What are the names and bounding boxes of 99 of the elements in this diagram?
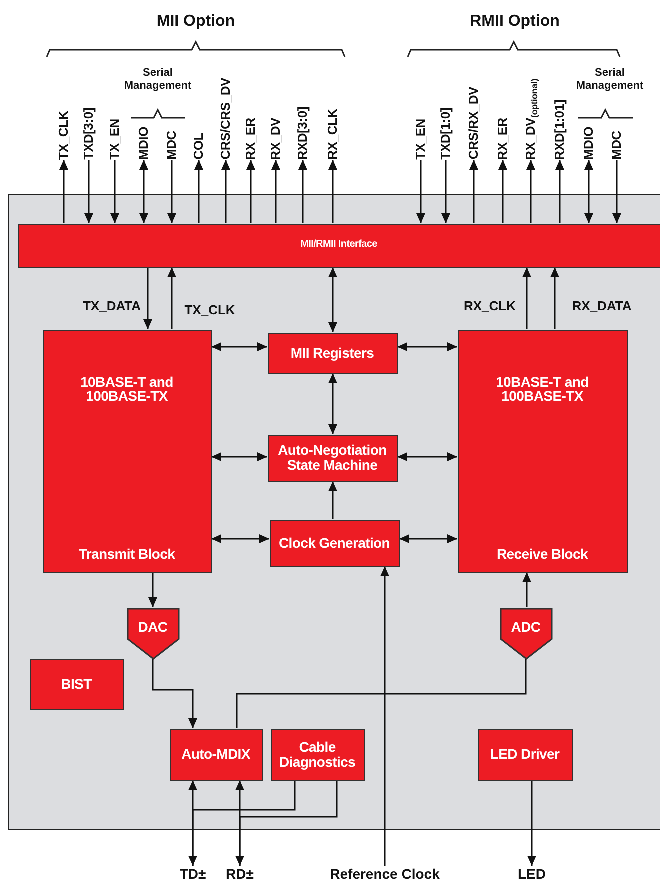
signal-label: MDC (164, 130, 180, 160)
signal-label: RX_ER (495, 118, 511, 160)
block-label: MII/RMII Interface (300, 240, 378, 251)
arrow (398, 452, 458, 462)
arrow (556, 160, 564, 224)
arrow (526, 160, 536, 224)
group-label: RMII Option (469, 12, 561, 32)
arrow (148, 572, 158, 608)
edge-label: RX_CLK (463, 298, 517, 314)
arrow (528, 780, 536, 866)
block-label: Receive Block (496, 546, 588, 562)
edge-label: TX_CLK (184, 302, 236, 318)
arrow (522, 572, 532, 608)
function-block (30, 658, 124, 710)
sub-group-label: Serial Management (575, 67, 645, 94)
signal-label: RXD[3:0] (295, 106, 311, 160)
function-block (268, 332, 398, 374)
signal-label: RX_DV (268, 118, 284, 160)
arrow (470, 160, 478, 224)
arrow (246, 160, 256, 224)
converter-block (500, 608, 552, 660)
arrow (222, 160, 230, 224)
edge-label: TX_DATA (82, 298, 142, 314)
signal-label: RX_CLK (325, 109, 341, 160)
arrow (110, 160, 120, 224)
block-label: Transmit Block (78, 546, 176, 562)
block-label: Auto-Negotiation State Machine (277, 443, 388, 473)
arrow (60, 160, 68, 224)
signal-label: TX_EN (413, 119, 429, 160)
arrow (584, 160, 594, 224)
function-block (18, 224, 660, 268)
arrow (380, 566, 390, 866)
arrow (168, 268, 176, 330)
block-label: 10BASE-T and 100BASE-TX (495, 374, 590, 404)
function-block (270, 520, 400, 566)
block-label: ADC (511, 620, 541, 634)
signal-label: COL (191, 133, 207, 160)
arrow (612, 160, 622, 224)
function-block (170, 728, 262, 780)
sub-group-label: Serial Management (123, 67, 193, 94)
signal-label: MDIO (136, 126, 152, 160)
arrow (212, 534, 270, 544)
function-block (42, 330, 212, 572)
converter-block (126, 608, 180, 660)
arrow (84, 160, 94, 224)
arrow (298, 160, 308, 224)
signal-label: CRS/RX_DV (466, 87, 482, 160)
arrow (152, 660, 198, 728)
signal-label: RX_ER (243, 118, 259, 160)
arrow (328, 160, 338, 224)
block-label: Auto-MDIX (182, 747, 250, 762)
arrow (140, 160, 148, 224)
arrow (550, 268, 560, 330)
block-label: MII Registers (290, 346, 374, 360)
signal-label: MDC (609, 130, 625, 160)
block-label: BIST (61, 676, 92, 692)
arrow (212, 342, 268, 352)
edge-label: RX_DATA (571, 298, 633, 314)
signal-label: TXD[3:0] (81, 108, 97, 160)
arrow (398, 342, 458, 352)
signal-label: TXD[1:0] (438, 108, 454, 160)
connector-line (239, 780, 338, 866)
arrow (442, 160, 450, 224)
signal-label: RXD[1:01] (552, 100, 568, 160)
signal-label: MDIO (581, 126, 597, 160)
arrow (498, 160, 508, 224)
arrow (400, 534, 458, 544)
connector-line (236, 660, 527, 728)
signal-label: TD± (180, 866, 206, 882)
block-label: DAC (138, 620, 168, 634)
arrow (522, 268, 532, 330)
function-block (478, 728, 572, 780)
block-label: 10BASE-T and 100BASE-TX (80, 374, 174, 404)
function-block (458, 330, 628, 572)
signal-label: TX_EN (107, 119, 123, 160)
signal-label: LED (518, 866, 546, 882)
function-block (268, 434, 398, 482)
arrow (144, 268, 152, 330)
arrow (194, 160, 204, 224)
block-label: LED Driver (490, 747, 560, 762)
signal-label: CRS/CRS_DV (218, 78, 234, 160)
chip-outline (8, 194, 660, 830)
arrow (328, 374, 338, 434)
arrow (188, 780, 198, 866)
signal-label: TX_CLK (56, 110, 72, 160)
block-label: Clock Generation (278, 536, 390, 550)
block-label: Cable Diagnostics (278, 740, 357, 770)
function-block (270, 728, 364, 780)
arrow (416, 160, 426, 224)
arrow (272, 160, 280, 224)
arrow (212, 452, 268, 462)
connector-line (192, 780, 296, 866)
arrow (236, 780, 244, 866)
arrow (328, 482, 338, 520)
signal-label: RD± (226, 866, 254, 882)
group-label: MII Option (156, 12, 236, 32)
arrow (328, 268, 338, 332)
arrow (168, 160, 176, 224)
signal-label: Reference Clock (330, 866, 440, 882)
